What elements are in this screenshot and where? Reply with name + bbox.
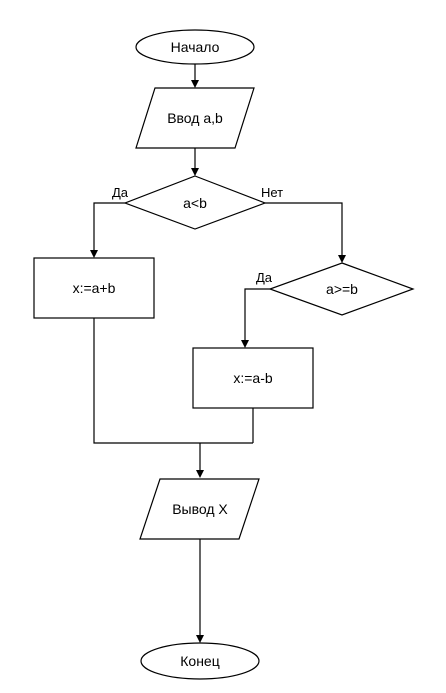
terminator-shape xyxy=(135,29,255,65)
edge-decision2-yes xyxy=(244,288,270,340)
node-assign-sum-label: x:=a+b xyxy=(73,280,116,296)
node-output-label: Вывод X xyxy=(172,501,228,517)
edge-decision1-yes xyxy=(93,202,125,250)
arrowhead xyxy=(241,340,249,348)
arrowhead xyxy=(196,470,204,478)
node-assign-diff: x:=a-b xyxy=(192,347,314,409)
edge-decision1-no xyxy=(265,202,343,255)
terminator-shape xyxy=(140,642,260,680)
diamond-shape xyxy=(123,175,267,230)
node-start-label: Начало xyxy=(171,39,220,55)
node-decision1-label: a<b xyxy=(183,195,207,211)
node-output: Вывод X xyxy=(139,478,260,540)
node-assign-sum: x:=a+b xyxy=(33,257,155,319)
arrowhead xyxy=(90,250,98,258)
connectors xyxy=(90,64,346,643)
edge-label-decision1-no: Нет xyxy=(261,185,283,200)
edge-label-decision2-yes: Да xyxy=(256,270,273,285)
node-start: Начало xyxy=(135,29,255,65)
parallelogram-shape xyxy=(139,478,260,540)
rectangle-shape xyxy=(33,257,155,319)
parallelogram-shape xyxy=(135,87,255,149)
diamond-shape xyxy=(268,262,415,316)
arrowhead xyxy=(196,635,204,643)
edge-label-decision1-yes: Да xyxy=(112,185,129,200)
node-input: Ввод a,b xyxy=(135,87,255,149)
arrowhead xyxy=(191,80,199,88)
node-input-label: Ввод a,b xyxy=(167,110,223,126)
node-end-label: Конец xyxy=(180,653,219,669)
arrowhead xyxy=(191,168,199,176)
node-assign-diff-label: x:=a-b xyxy=(233,370,273,386)
node-decision1: a<b xyxy=(123,175,267,230)
rectangle-shape xyxy=(192,347,314,409)
arrowhead xyxy=(338,255,346,263)
node-decision2-label: a>=b xyxy=(326,281,358,297)
node-end: Конец xyxy=(140,642,260,680)
node-decision2: a>=b xyxy=(268,262,415,316)
